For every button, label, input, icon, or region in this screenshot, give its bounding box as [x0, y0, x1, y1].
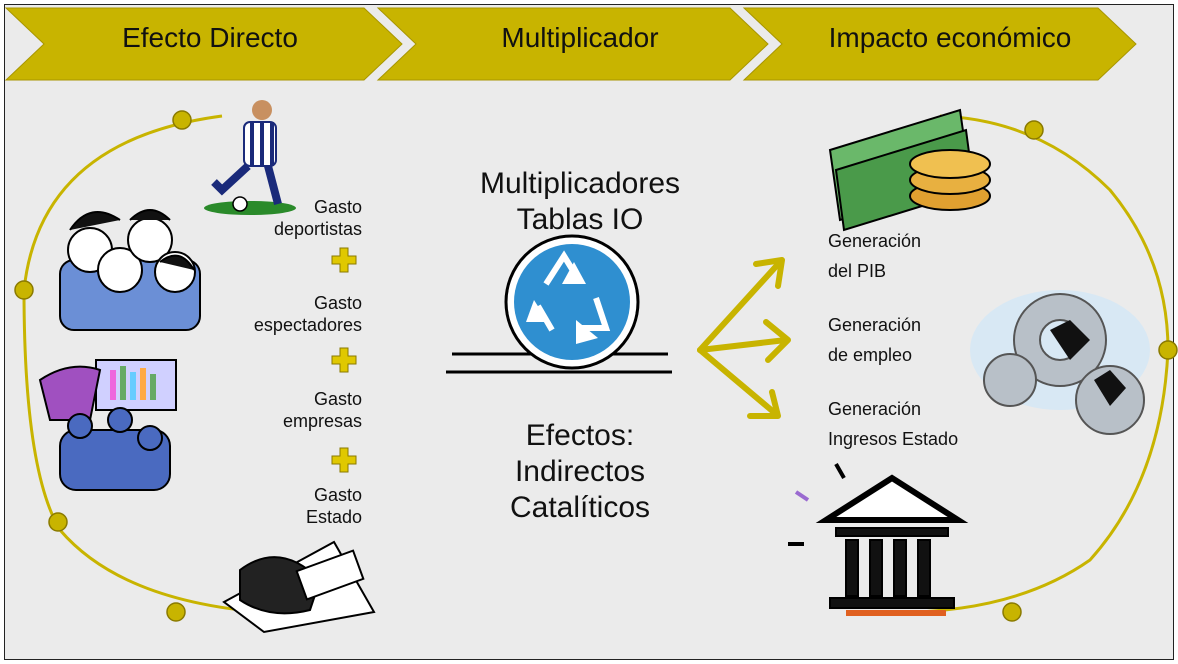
- soccer-player-icon: [204, 100, 296, 215]
- center-bottom-line: Indirectos: [514, 455, 646, 488]
- left-item-deportistas: Gasto deportistas: [250, 196, 362, 240]
- left-item-line: Estado: [305, 507, 362, 527]
- recycle-emblem: [446, 234, 672, 374]
- left-item-line: empresas: [282, 411, 362, 431]
- right-item-ingresos: Generación Ingresos Estado: [828, 394, 958, 454]
- left-arc-node: [166, 602, 186, 622]
- center-bottom-line: Efectos:: [525, 419, 635, 452]
- right-item-line: Generación: [828, 399, 922, 419]
- left-item-line: Gasto: [313, 485, 362, 505]
- center-bottom-line: Catalíticos: [509, 491, 651, 524]
- step-label-impacto: Impacto económico: [828, 22, 1072, 53]
- money-hand-icon: [222, 540, 376, 634]
- left-item-line: Gasto: [313, 389, 362, 409]
- right-arc-node: [1002, 602, 1022, 622]
- arrow-icon: [697, 337, 789, 353]
- arrow-icon: [747, 389, 781, 419]
- meeting-icon: [38, 359, 177, 491]
- arrow-icon: [753, 257, 785, 289]
- center-top-line: Multiplicadores: [479, 167, 681, 200]
- people-group-icon: [59, 209, 201, 331]
- left-item-espectadores: Gasto espectadores: [200, 292, 362, 336]
- plus-icon: [331, 247, 357, 273]
- chevron-step-2: [376, 7, 769, 81]
- right-item-line: Generación: [828, 231, 922, 251]
- right-item-line: de empleo: [828, 345, 913, 365]
- step-label-efecto-directo: Efecto Directo: [122, 22, 298, 53]
- chevron-step-3: [742, 7, 1137, 81]
- left-item-line: espectadores: [253, 315, 362, 335]
- plus-icon: [331, 447, 357, 473]
- right-item-line: del PIB: [828, 261, 887, 281]
- right-arc-node: [1158, 340, 1178, 360]
- government-building-icon: [788, 463, 969, 616]
- right-item-line: Ingresos Estado: [828, 429, 959, 449]
- right-item-pib: Generación del PIB: [828, 226, 921, 286]
- left-item-line: Gasto: [313, 293, 362, 313]
- right-item-empleo: Generación de empleo: [828, 310, 921, 370]
- left-arc-node: [14, 280, 34, 300]
- arrow-icon: [697, 347, 779, 417]
- left-item-line: Gasto: [313, 197, 362, 217]
- left-arc-node: [48, 512, 68, 532]
- left-arc-node: [172, 110, 192, 130]
- chevron-step-1: [4, 7, 403, 81]
- plus-icon: [331, 347, 357, 373]
- money-stack-icon: [828, 108, 991, 232]
- gears-business-icon: [970, 290, 1150, 435]
- arrow-icon: [697, 259, 783, 353]
- step-label-multiplicador: Multiplicador: [501, 22, 659, 53]
- center-top-line: Tablas IO: [516, 203, 644, 236]
- right-item-line: Generación: [828, 315, 922, 335]
- left-item-empresas: Gasto empresas: [250, 388, 362, 432]
- arrow-icon: [763, 319, 791, 363]
- impact-arrows: [697, 257, 791, 419]
- right-arc-node: [1024, 120, 1044, 140]
- recycle-icon: [526, 250, 611, 344]
- left-arc: [22, 114, 261, 614]
- efectos-label: Efectos: Indirectos Catalíticos: [480, 418, 680, 526]
- left-item-estado: Gasto Estado: [250, 484, 362, 528]
- left-item-line: deportistas: [273, 219, 362, 239]
- multiplicadores-label: Multiplicadores Tablas IO: [430, 166, 730, 238]
